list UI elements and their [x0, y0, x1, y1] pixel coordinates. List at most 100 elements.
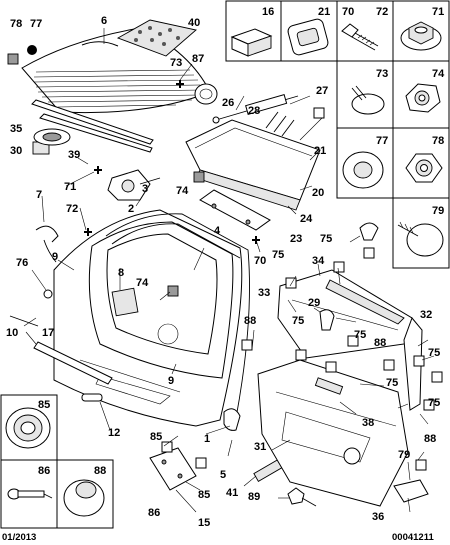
callout-75c: 75 [292, 315, 304, 327]
callout-88b: 88 [374, 337, 386, 349]
callout-31: 31 [254, 441, 266, 453]
callout-73: 73 [170, 57, 182, 69]
callout-35: 35 [10, 123, 22, 135]
callout-20: 20 [312, 187, 324, 199]
fastener-grid [225, 0, 450, 269]
callout-27: 27 [316, 85, 328, 97]
callout-21: 21 [314, 145, 326, 157]
part-21-clip [287, 18, 329, 56]
callout-75b: 75 [272, 249, 284, 261]
callout-1: 1 [204, 433, 210, 445]
callout-40: 40 [188, 17, 200, 29]
callout-88c: 88 [424, 433, 436, 445]
callout-86b: 86 [148, 507, 160, 519]
callout-36: 36 [372, 511, 384, 523]
callout-72: 72 [66, 203, 78, 215]
grid-label-79: 79 [432, 205, 444, 217]
part-10-strip [33, 341, 113, 385]
callout-74b: 74 [136, 277, 149, 289]
callout-3: 3 [142, 183, 148, 195]
part-74-nut [405, 83, 441, 113]
callout-34: 34 [312, 255, 325, 267]
date-code: 01/2013 [2, 532, 37, 543]
part-7-hook [35, 225, 59, 243]
leader-lines [23, 28, 435, 513]
dot-marker [27, 45, 37, 55]
part-35-badge-lens [42, 132, 62, 142]
grid-label-73: 73 [376, 68, 388, 80]
callout-71: 71 [64, 181, 76, 193]
callout-85b: 85 [198, 489, 210, 501]
part-12-badge [81, 393, 103, 402]
part-89-bolt [287, 487, 317, 507]
part-27-pins [265, 111, 295, 137]
part-31-trim-panel [257, 359, 409, 507]
callout-75a: 75 [320, 233, 332, 245]
part-87-grommet-inner [199, 88, 213, 100]
part-29-clip [319, 309, 335, 331]
part-71-latch [107, 169, 161, 201]
box-label-88: 88 [94, 465, 106, 477]
callout-5: 5 [220, 469, 226, 481]
callout-75g: 75 [428, 397, 440, 409]
callout-8: 8 [118, 267, 124, 279]
part-32-side-trim [403, 317, 423, 411]
part-79-clip [397, 221, 444, 257]
callout-24: 24 [300, 213, 313, 225]
callout-32: 32 [420, 309, 432, 321]
part-87-grommet [194, 83, 218, 105]
page-code: 00041211 [392, 532, 434, 543]
callout-17: 17 [42, 327, 54, 339]
part-26-strut [212, 94, 299, 124]
callout-85a: 85 [150, 431, 162, 443]
callout-74a: 74 [176, 185, 189, 197]
part-76-stop [43, 289, 53, 299]
part-17-rod [9, 315, 39, 327]
callout-41: 41 [226, 487, 238, 499]
rear-window-glass [21, 27, 211, 153]
part-78-nut [405, 153, 443, 183]
grid-label-72: 72 [376, 6, 388, 18]
square-markers [7, 53, 443, 471]
callout-39: 39 [68, 149, 80, 161]
callout-87: 87 [192, 53, 204, 65]
part-77-washer [342, 151, 384, 189]
callout-75d: 75 [354, 329, 366, 341]
box-label-86: 86 [38, 465, 50, 477]
callout-30: 30 [10, 145, 22, 157]
callout-9b: 9 [168, 375, 174, 387]
component-boxes [0, 394, 114, 529]
callout-26: 26 [222, 97, 234, 109]
callout-75e: 75 [428, 347, 440, 359]
grid-label-77: 77 [376, 135, 388, 147]
part-1-hinge [223, 408, 241, 431]
callout-70: 70 [254, 255, 266, 267]
callout-77: 77 [30, 18, 42, 30]
callout-33: 33 [258, 287, 270, 299]
part-16-block [230, 28, 273, 57]
callout-89: 89 [248, 491, 260, 503]
callout-15: 15 [198, 517, 210, 529]
callout-12: 12 [108, 427, 120, 439]
grid-label-78: 78 [432, 135, 444, 147]
grid-label-71: 71 [432, 6, 444, 18]
part-8-seal [111, 223, 241, 259]
callout-6: 6 [101, 15, 107, 27]
callout-7: 7 [36, 189, 42, 201]
callout-10: 10 [6, 327, 18, 339]
part-75-clip [359, 222, 379, 241]
callout-4: 4 [214, 225, 221, 237]
grid-label-21: 21 [318, 6, 330, 18]
part-73-pin [351, 85, 385, 115]
grid-label-74: 74 [432, 68, 445, 80]
callout-75f: 75 [386, 377, 398, 389]
part-40-clip-bag [116, 19, 197, 57]
callout-76: 76 [16, 257, 28, 269]
part-9-tailgate [53, 209, 243, 427]
callout-88a: 88 [244, 315, 256, 327]
part-72-nut [400, 21, 442, 51]
part-2-seal [105, 213, 250, 419]
callout-2: 2 [128, 203, 134, 215]
